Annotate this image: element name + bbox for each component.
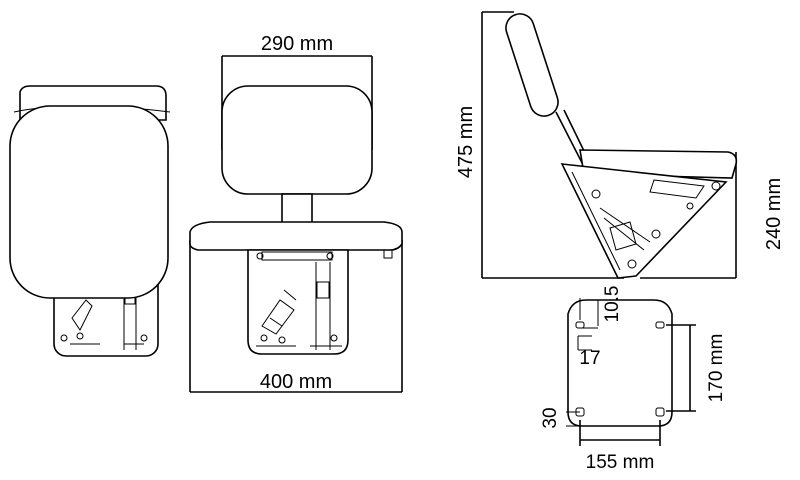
hole-spacing-vertical-label: 170 mm bbox=[706, 334, 727, 403]
overall-height-label: 475 mm bbox=[455, 106, 477, 178]
mount-hole-bottom-right bbox=[655, 407, 665, 417]
seat-width-label: 400 mm bbox=[260, 371, 332, 393]
backrest-post bbox=[281, 193, 313, 225]
hole-offset-top-label: 10.5 bbox=[602, 286, 623, 323]
seat-cushion bbox=[189, 221, 403, 251]
mounting-footprint: 10.5 17 170 mm 30 155 mm bbox=[540, 286, 727, 473]
hole-spacing-horizontal-label: 155 mm bbox=[586, 452, 655, 473]
backrest bbox=[221, 85, 373, 195]
mount-plate bbox=[247, 249, 349, 355]
front-view-seat: 290 mm 400 mm bbox=[189, 33, 403, 393]
mount-hole-top-right bbox=[655, 321, 665, 329]
seat-height-label: 240 mm bbox=[763, 178, 785, 250]
side-backrest bbox=[505, 13, 559, 117]
backrest-width-label: 290 mm bbox=[261, 33, 333, 55]
rear-view-seat bbox=[9, 85, 171, 357]
side-view-seat: 475 mm 240 mm bbox=[455, 11, 785, 279]
hole-offset-bottom-label: 30 bbox=[540, 407, 561, 428]
hole-offset-side-label: 17 bbox=[579, 348, 600, 369]
side-mount-bracket bbox=[560, 163, 728, 279]
footprint-plate bbox=[567, 299, 673, 427]
